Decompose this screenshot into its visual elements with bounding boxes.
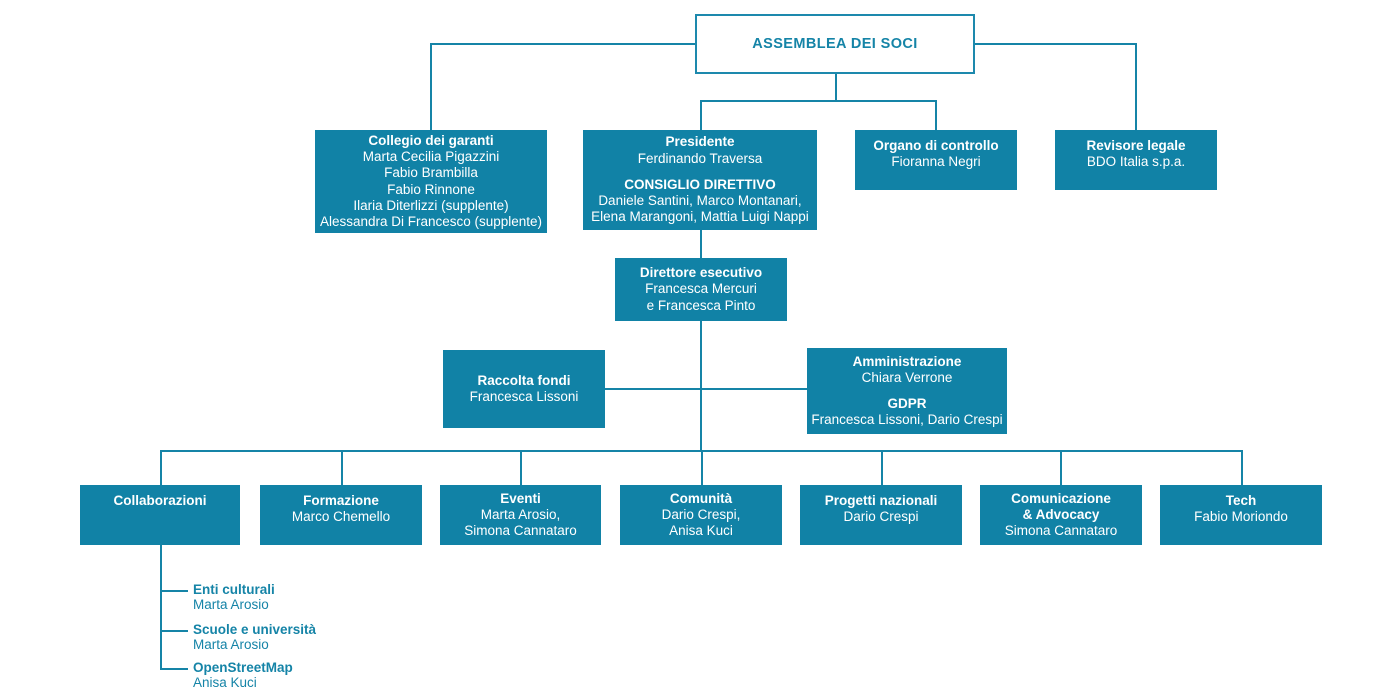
org-box-collegio-dei-garanti: Collegio dei garanti Marta Cecilia Pigaz… bbox=[315, 130, 547, 233]
spacer bbox=[807, 386, 1007, 396]
connector-line bbox=[700, 100, 935, 102]
connector-line bbox=[701, 450, 703, 485]
org-box-comunicazione-advocacy: Comunicazione & Advocacy Simona Cannatar… bbox=[980, 485, 1142, 545]
box-title: Organo di controllo bbox=[873, 138, 999, 153]
collab-item-name: Marta Arosio bbox=[193, 637, 269, 652]
box-title: Raccolta fondi bbox=[477, 372, 571, 388]
member-name: Francesca Lissoni bbox=[469, 389, 579, 404]
connector-line bbox=[160, 450, 162, 485]
member-name: Dario Crespi, bbox=[661, 507, 741, 523]
connector-line bbox=[341, 450, 343, 485]
box-title: Revisore legale bbox=[1086, 138, 1186, 153]
connector-line bbox=[1135, 43, 1137, 130]
connector-line bbox=[700, 100, 702, 130]
connector-line bbox=[935, 100, 937, 130]
box-title: Comunità bbox=[669, 491, 733, 506]
org-box-progetti-nazionali: Progetti nazionali Dario Crespi bbox=[800, 485, 962, 545]
org-box-organo-di-controllo: Organo di controllo Fioranna Negri bbox=[855, 130, 1017, 190]
org-box-formazione: Formazione Marco Chemello bbox=[260, 485, 422, 545]
box-title: Collegio dei garanti bbox=[368, 132, 494, 148]
member-name: Fioranna Negri bbox=[891, 154, 981, 170]
member-name: Alessandra Di Francesco (supplente) bbox=[319, 213, 543, 229]
member-name: Fabio Moriondo bbox=[1194, 509, 1288, 525]
member-name: Chiara Verrone bbox=[861, 369, 953, 385]
connector-line bbox=[700, 321, 702, 450]
org-box-eventi: Eventi Marta Arosio, Simona Cannataro bbox=[440, 485, 601, 545]
box-title-line2: & Advocacy bbox=[1022, 507, 1100, 523]
box-subtitle: GDPR bbox=[887, 396, 927, 411]
box-title: Direttore esecutivo bbox=[639, 265, 763, 281]
member-name: Fabio Rinnone bbox=[387, 181, 475, 197]
box-subtitle: CONSIGLIO DIRETTIVO bbox=[624, 176, 776, 192]
member-name: BDO Italia s.p.a. bbox=[1086, 154, 1186, 170]
connector-line bbox=[160, 545, 162, 669]
connector-line bbox=[1060, 450, 1062, 485]
org-box-presidente: Presidente Ferdinando Traversa CONSIGLIO… bbox=[583, 130, 817, 230]
member-name: Francesca Lissoni, Dario Crespi bbox=[811, 412, 1003, 428]
member-name: Francesca Mercuri bbox=[645, 281, 757, 297]
collab-item-name: Anisa Kuci bbox=[193, 675, 257, 690]
connector-line bbox=[160, 668, 188, 670]
box-title: Formazione bbox=[303, 493, 379, 508]
collab-item-enti-culturali: Enti culturali Marta Arosio bbox=[193, 582, 275, 612]
box-title: Progetti nazionali bbox=[824, 493, 938, 508]
box-title: Tech bbox=[1225, 493, 1257, 508]
member-name: Marta Cecilia Pigazzini bbox=[362, 149, 500, 165]
connector-line bbox=[520, 450, 522, 485]
box-title: Collaborazioni bbox=[113, 493, 207, 508]
box-title: Presidente bbox=[665, 134, 735, 150]
org-box-assemblea-dei-soci: ASSEMBLEA DEI SOCI bbox=[695, 14, 975, 74]
member-name: Elena Marangoni, Mattia Luigi Nappi bbox=[591, 209, 809, 225]
member-name: Simona Cannataro bbox=[1004, 523, 1118, 539]
member-name: e Francesca Pinto bbox=[646, 297, 756, 313]
collab-item-scuole-universita: Scuole e università Marta Arosio bbox=[193, 622, 316, 652]
connector-line bbox=[881, 450, 883, 485]
org-box-amministrazione: Amministrazione Chiara Verrone GDPR Fran… bbox=[807, 348, 1007, 434]
org-box-comunita: Comunità Dario Crespi, Anisa Kuci bbox=[620, 485, 782, 545]
member-name: Ferdinando Traversa bbox=[637, 150, 763, 166]
connector-line bbox=[160, 590, 188, 592]
member-name: Marco Chemello bbox=[291, 509, 391, 525]
member-name: Fabio Brambilla bbox=[384, 165, 478, 181]
box-title: ASSEMBLEA DEI SOCI bbox=[752, 36, 918, 52]
org-box-tech: Tech Fabio Moriondo bbox=[1160, 485, 1322, 545]
collab-item-name: Marta Arosio bbox=[193, 597, 269, 612]
org-box-revisore-legale: Revisore legale BDO Italia s.p.a. bbox=[1055, 130, 1217, 190]
member-name: Dario Crespi bbox=[843, 509, 919, 525]
collab-item-openstreetmap: OpenStreetMap Anisa Kuci bbox=[193, 660, 293, 690]
box-title: Eventi bbox=[500, 491, 541, 506]
connector-line bbox=[430, 43, 695, 45]
org-box-collaborazioni: Collaborazioni bbox=[80, 485, 240, 545]
collab-item-title: Scuole e università bbox=[193, 622, 317, 637]
org-box-direttore-esecutivo: Direttore esecutivo Francesca Mercuri e … bbox=[615, 258, 787, 321]
org-box-raccolta-fondi: Raccolta fondi Francesca Lissoni bbox=[443, 350, 605, 428]
connector-line bbox=[975, 43, 1135, 45]
member-name: Ilaria Diterlizzi (supplente) bbox=[353, 197, 509, 213]
connector-line bbox=[700, 230, 702, 258]
box-title: Comunicazione bbox=[1011, 491, 1111, 506]
member-name: Daniele Santini, Marco Montanari, bbox=[598, 193, 802, 209]
spacer bbox=[583, 167, 817, 177]
member-name: Marta Arosio, bbox=[480, 507, 561, 523]
connector-line bbox=[430, 43, 432, 130]
connector-line bbox=[605, 388, 807, 390]
collab-item-title: OpenStreetMap bbox=[193, 660, 293, 675]
member-name: Anisa Kuci bbox=[669, 523, 733, 539]
box-title: Amministrazione bbox=[852, 353, 962, 369]
connector-line bbox=[835, 74, 837, 100]
connector-line bbox=[160, 630, 188, 632]
collab-item-title: Enti culturali bbox=[193, 582, 275, 597]
member-name: Simona Cannataro bbox=[464, 523, 577, 539]
connector-line bbox=[1241, 450, 1243, 485]
